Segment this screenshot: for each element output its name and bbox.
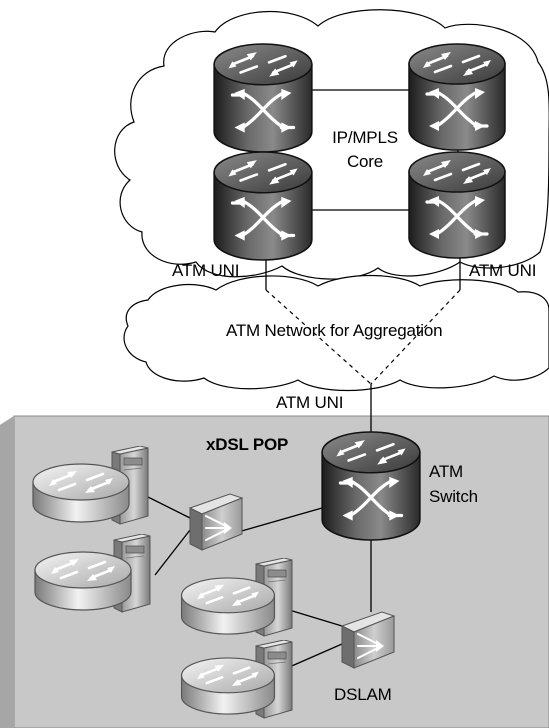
xdsl-pop-title: xDSL POP xyxy=(206,435,289,454)
atm-uni-left-label: ATM UNI xyxy=(172,261,240,280)
atm-uni-bottom-label: ATM UNI xyxy=(276,393,344,412)
pop-router-icon-1 xyxy=(31,462,131,524)
atm-network-label: ATM Network for Aggregation xyxy=(226,321,443,340)
core-router-top-left-icon xyxy=(212,42,314,154)
atm-network-cloud xyxy=(123,274,549,392)
pop-router-icon-3 xyxy=(180,576,276,636)
core-label-line2: Core xyxy=(346,152,384,171)
core-label-line1: IP/MPLS xyxy=(332,128,398,147)
pop-router-icon-2 xyxy=(33,550,133,612)
virtual-circuits xyxy=(265,289,461,385)
atm-switch-label-line2: Switch xyxy=(429,487,478,506)
dslam-label: DSLAM xyxy=(334,685,392,704)
core-router-bottom-right-icon xyxy=(407,150,507,260)
atm-switch-icon xyxy=(320,430,422,542)
pop-router-icon-4 xyxy=(180,656,276,716)
atm-uni-right-label: ATM UNI xyxy=(469,261,537,280)
atm-switch-label-line1: ATM xyxy=(429,462,464,481)
core-router-top-right-icon xyxy=(407,42,507,152)
core-router-bottom-left-icon xyxy=(212,150,314,262)
